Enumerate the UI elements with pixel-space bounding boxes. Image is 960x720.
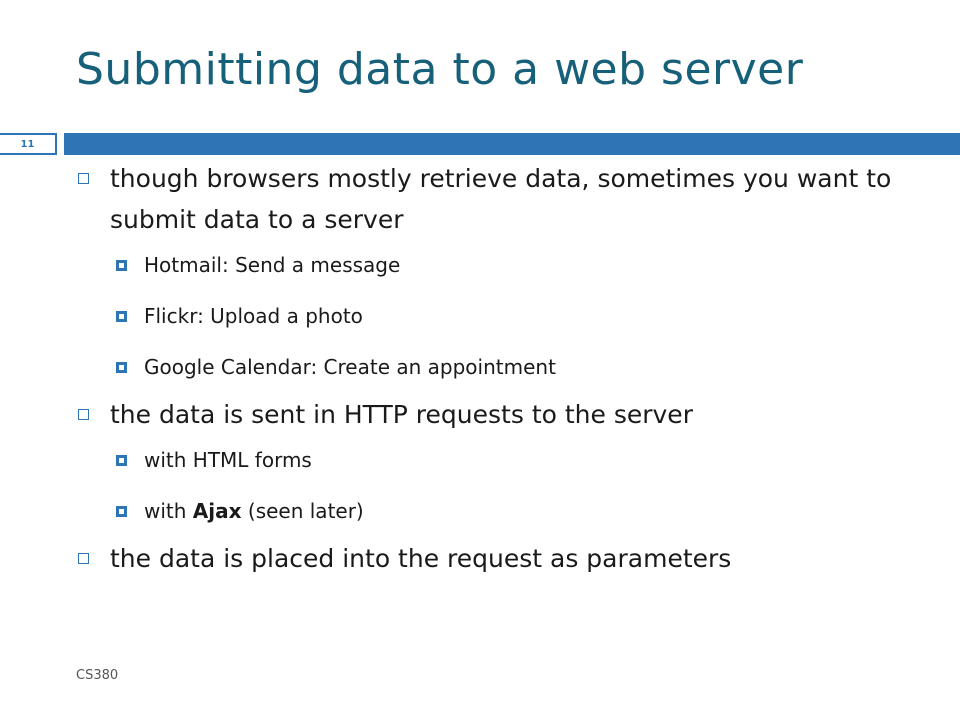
bullet-item: the data is sent in HTTP requests to the…	[78, 394, 938, 435]
sub-bullet-item: Google Calendar: Create an appointment	[78, 354, 938, 380]
sub-bullet-text: Google Calendar: Create an appointment	[144, 355, 556, 379]
filled-square-bullet-icon	[116, 506, 127, 517]
sub-bullet-text-suffix: (seen later)	[241, 499, 364, 523]
slide-number: 11	[20, 138, 35, 150]
hollow-square-bullet-icon	[78, 553, 89, 564]
sub-bullet-bold-term: Ajax	[192, 499, 242, 523]
header-divider-bar	[64, 133, 960, 155]
bullet-text: the data is sent in HTTP requests to the…	[110, 400, 693, 429]
hollow-square-bullet-icon	[78, 173, 89, 184]
bullet-item: though browsers mostly retrieve data, so…	[78, 158, 938, 240]
filled-square-bullet-icon	[116, 260, 127, 271]
slide-footer: CS380	[76, 668, 119, 683]
bullet-text: the data is placed into the request as p…	[110, 544, 732, 573]
hollow-square-bullet-icon	[78, 409, 89, 420]
slide-body: though browsers mostly retrieve data, so…	[78, 158, 938, 591]
sub-bullet-item: Flickr: Upload a photo	[78, 303, 938, 329]
bullet-item: the data is placed into the request as p…	[78, 538, 938, 579]
slide-title: Submitting data to a web server	[76, 44, 804, 95]
sub-bullet-text: with HTML forms	[144, 448, 312, 472]
sub-bullet-text: Hotmail: Send a message	[144, 253, 401, 277]
filled-square-bullet-icon	[116, 311, 127, 322]
sub-bullet-item: Hotmail: Send a message	[78, 252, 938, 278]
sub-bullet-text-prefix: with	[144, 499, 193, 523]
sub-bullet-text: Flickr: Upload a photo	[144, 304, 363, 328]
sub-bullet-item: with Ajax (seen later)	[78, 498, 938, 524]
filled-square-bullet-icon	[116, 455, 127, 466]
sub-bullet-item: with HTML forms	[78, 447, 938, 473]
slide-number-box: 11	[0, 133, 57, 155]
bullet-text: though browsers mostly retrieve data, so…	[110, 164, 892, 234]
filled-square-bullet-icon	[116, 362, 127, 373]
